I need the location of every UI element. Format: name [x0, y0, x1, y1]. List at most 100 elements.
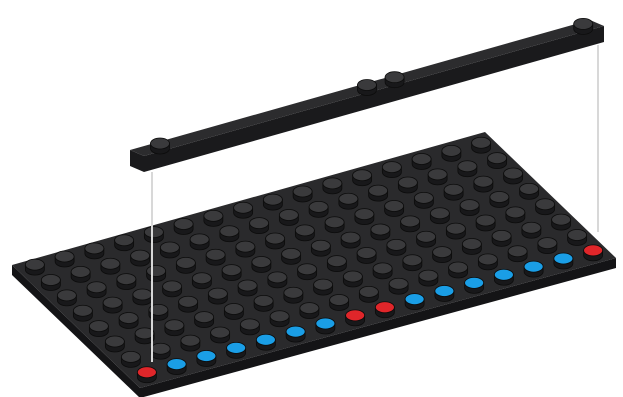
stud — [131, 250, 150, 266]
stud — [405, 294, 424, 310]
stud — [117, 274, 136, 290]
stud — [179, 296, 198, 312]
marker-red — [375, 302, 394, 313]
stud — [268, 272, 287, 288]
marker-blue — [554, 253, 573, 264]
stud — [357, 248, 376, 264]
stud — [309, 201, 328, 217]
stud — [160, 242, 179, 258]
stud — [55, 251, 74, 267]
stud — [472, 137, 491, 153]
stud — [121, 351, 140, 367]
stud — [373, 263, 392, 279]
stud — [206, 249, 225, 265]
stud — [506, 207, 525, 223]
stud — [101, 258, 120, 274]
stud — [282, 248, 301, 264]
stud — [435, 286, 454, 302]
stud — [224, 304, 243, 320]
marker-blue — [405, 294, 424, 305]
stud — [554, 253, 573, 269]
marker-blue — [524, 261, 543, 272]
stud — [316, 318, 335, 334]
beam-stud-center-1 — [358, 80, 377, 96]
stud — [478, 254, 497, 270]
stud — [192, 273, 211, 289]
stud — [227, 342, 246, 358]
stud — [41, 275, 60, 291]
stud — [339, 193, 358, 209]
stud — [474, 176, 493, 192]
stud — [325, 217, 344, 233]
stud — [195, 312, 214, 328]
stud — [538, 238, 557, 254]
stud — [417, 231, 436, 247]
stud — [488, 153, 507, 169]
stud — [522, 222, 541, 238]
stud — [167, 359, 186, 375]
stud — [295, 225, 314, 241]
marker-blue — [494, 269, 513, 280]
stud — [105, 336, 124, 352]
stud — [57, 290, 76, 306]
stud — [462, 239, 481, 255]
stud — [442, 145, 461, 161]
stud — [144, 227, 163, 243]
stud — [190, 234, 209, 250]
stud — [490, 192, 509, 208]
stud — [341, 232, 360, 248]
stud — [137, 367, 156, 383]
stud — [293, 186, 312, 202]
stud — [174, 219, 193, 235]
marker-red — [137, 367, 156, 378]
stud — [389, 278, 408, 294]
stud — [552, 214, 571, 230]
stud — [284, 287, 303, 303]
stud — [465, 277, 484, 293]
stud — [286, 326, 305, 342]
stud — [208, 288, 227, 304]
stud — [298, 264, 317, 280]
stud — [449, 262, 468, 278]
stud — [197, 351, 216, 367]
stud — [73, 305, 92, 321]
stud — [476, 215, 495, 231]
stud — [428, 169, 447, 185]
stud — [311, 240, 330, 256]
stud — [492, 230, 511, 246]
stud — [520, 183, 539, 199]
stud — [387, 239, 406, 255]
stud — [314, 279, 333, 295]
beam-stud-center-2 — [385, 72, 404, 88]
marker-blue — [256, 334, 275, 345]
stud — [494, 269, 513, 285]
stud — [254, 295, 273, 311]
stud — [204, 210, 223, 226]
stud — [256, 334, 275, 350]
stud — [584, 245, 603, 261]
stud — [220, 226, 239, 242]
stud — [119, 313, 138, 329]
stud — [524, 261, 543, 277]
stud — [151, 343, 170, 359]
stud — [444, 184, 463, 200]
stud — [430, 208, 449, 224]
stud — [250, 218, 269, 234]
stud — [163, 281, 182, 297]
stud — [270, 311, 289, 327]
stud — [222, 265, 241, 281]
stud — [266, 233, 285, 249]
stud — [252, 257, 271, 273]
stud — [355, 209, 374, 225]
stud — [300, 303, 319, 319]
stud — [536, 199, 555, 215]
beam-stud-left-end — [151, 138, 170, 154]
stud — [359, 286, 378, 302]
stud — [211, 327, 230, 343]
stud — [236, 241, 255, 257]
marker-blue — [435, 286, 454, 297]
marker-blue — [227, 342, 246, 353]
stud — [458, 161, 477, 177]
stud — [433, 247, 452, 263]
